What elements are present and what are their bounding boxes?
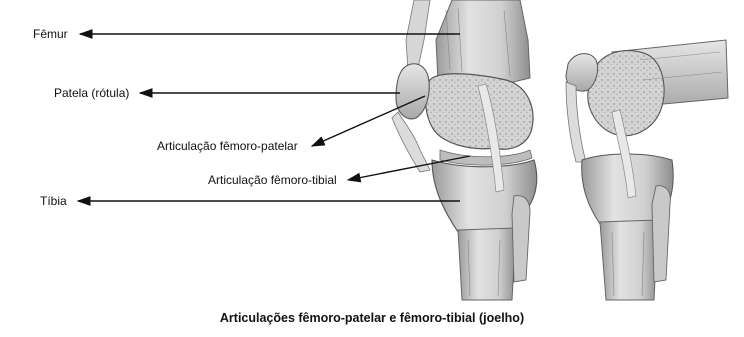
label-articulacao-femoro-tibial: Articulação fêmoro-tibial xyxy=(208,173,337,187)
patellar-tendon-flexed xyxy=(566,82,586,162)
figure-caption: Articulações fêmoro-patelar e fêmoro-tib… xyxy=(0,311,744,325)
tibia-bone xyxy=(458,228,516,300)
label-articulacao-femoro-patelar: Articulação fêmoro-patelar xyxy=(157,139,298,153)
fibula-bone xyxy=(512,196,530,282)
quadriceps-tendon xyxy=(406,0,430,70)
knee-lateral-view xyxy=(392,0,537,300)
femoral-condyle xyxy=(426,74,533,149)
meniscus xyxy=(440,150,532,165)
fibula-flexed xyxy=(652,186,670,282)
knee-flexed-view xyxy=(566,40,728,300)
tibia-flexed xyxy=(600,220,658,300)
patellar-tendon xyxy=(392,112,430,172)
label-patela: Patela (rótula) xyxy=(54,86,129,100)
femoral-condyle-flexed xyxy=(588,51,664,136)
label-femur: Fêmur xyxy=(33,27,68,41)
patella-bone xyxy=(396,64,429,119)
femur-bone xyxy=(436,0,530,86)
label-tibia: Tíbia xyxy=(40,194,67,208)
